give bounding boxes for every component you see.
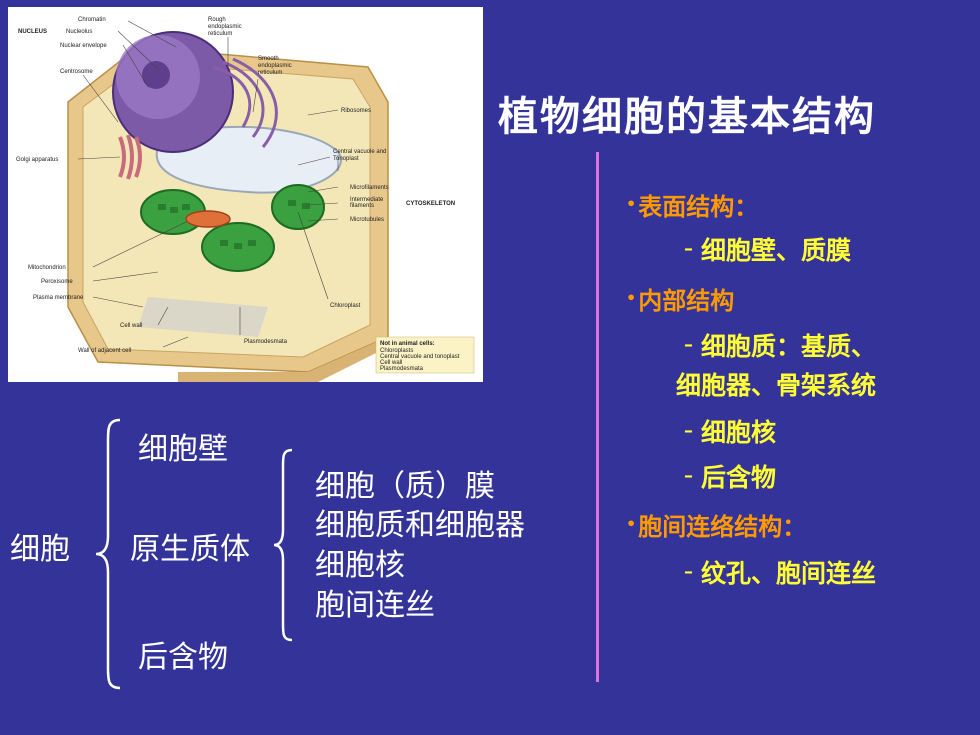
label-vacuole-1: Central vacuole and bbox=[333, 149, 386, 155]
tree-part-membrane: 细胞（质）膜 bbox=[315, 469, 495, 504]
dash-icon: – bbox=[684, 334, 693, 355]
label-rough-er-1: Rough bbox=[208, 17, 226, 23]
tree-part-plasmodesmata: 胞间连丝 bbox=[315, 588, 435, 623]
label-nucleus: NUCLEUS bbox=[18, 29, 47, 35]
outline-subitem-pits: –纹孔、胞间连丝 bbox=[684, 559, 877, 588]
leader-lines bbox=[77, 20, 339, 348]
dash-icon: – bbox=[684, 420, 693, 441]
outline-subitem-ergastic: –后含物 bbox=[684, 463, 777, 492]
slide-title: 植物细胞的基本结构 bbox=[498, 93, 876, 140]
note-title: Not in animal cells: bbox=[380, 341, 435, 347]
label-cytoskeleton: CYTOSKELETON bbox=[406, 201, 455, 207]
note-item-2: Central vacuole and tonoplast bbox=[380, 354, 460, 360]
dash-icon: – bbox=[684, 561, 693, 582]
membrane-shape bbox=[138, 297, 268, 337]
note-item-3: Cell wall bbox=[380, 360, 402, 366]
label-smooth-er-3: reticulum bbox=[258, 70, 282, 76]
chloroplast-shape-3 bbox=[271, 184, 325, 230]
label-intermediate-1: Intermediate bbox=[350, 197, 384, 203]
label-ribosomes: Ribosomes bbox=[341, 108, 371, 114]
note-item-1: Chloroplasts bbox=[380, 348, 413, 354]
er-shape bbox=[212, 57, 278, 148]
label-peroxisome: Peroxisome bbox=[41, 279, 73, 285]
tree-branch-ergastic: 后含物 bbox=[138, 640, 228, 675]
label-chromatin: Chromatin bbox=[78, 17, 106, 23]
dash-icon: – bbox=[684, 465, 693, 486]
label-plasmodesmata: Plasmodesmata bbox=[244, 339, 288, 345]
label-vacuole-2: Tonoplast bbox=[333, 156, 359, 162]
tree-root: 细胞 bbox=[10, 532, 70, 567]
bullet-icon: • bbox=[626, 288, 637, 307]
outline-subitem-nucleus: –细胞核 bbox=[684, 418, 777, 447]
label-adjacent-wall: Wall of adjacent cell bbox=[78, 348, 131, 354]
note-box bbox=[375, 336, 475, 374]
dash-icon: – bbox=[684, 238, 693, 259]
mitochondrion-shape bbox=[185, 210, 231, 228]
label-nucleolus: Nucleolus bbox=[66, 29, 92, 35]
vertical-divider bbox=[596, 152, 599, 682]
label-microtubules: Microtubules bbox=[350, 217, 384, 223]
label-chloroplast: Chloroplast bbox=[330, 303, 361, 309]
brace-right-icon bbox=[273, 448, 293, 642]
plant-cell-diagram: NUCLEUS Chromatin Nucleolus Nuclear enve… bbox=[8, 7, 483, 382]
outline-item-intercellular: •胞间连络结构： bbox=[626, 512, 807, 541]
tree-branch-protoplast: 原生质体 bbox=[130, 532, 250, 567]
tree-branch-wall: 细胞壁 bbox=[138, 432, 228, 467]
plant-cell-illustration: NUCLEUS Chromatin Nucleolus Nuclear enve… bbox=[16, 17, 475, 382]
golgi-shape bbox=[118, 134, 142, 180]
label-rough-er-2: endoplasmic bbox=[208, 24, 242, 30]
outline-subitem-wall-membrane: –细胞壁、质膜 bbox=[684, 236, 852, 265]
bullet-icon: • bbox=[626, 514, 637, 533]
note-item-4: Plasmodesmata bbox=[380, 366, 424, 372]
tree-part-nucleus: 细胞核 bbox=[315, 548, 405, 583]
outline-item-surface: •表面结构： bbox=[626, 192, 759, 221]
brace-left-icon bbox=[95, 418, 121, 690]
label-golgi: Golgi apparatus bbox=[16, 157, 58, 163]
bullet-icon: • bbox=[626, 194, 637, 213]
label-rough-er-3: reticulum bbox=[208, 31, 232, 37]
outline-subitem-cytoplasm-cont: 细胞器、骨架系统 bbox=[676, 371, 877, 400]
label-centrosome: Centrosome bbox=[60, 69, 93, 75]
label-nuclear-envelope: Nuclear envelope bbox=[60, 43, 107, 49]
label-intermediate-2: filaments bbox=[350, 203, 374, 209]
tree-part-cytoplasm: 细胞质和细胞器 bbox=[315, 508, 525, 543]
label-mitochondrion: Mitochondrion bbox=[28, 265, 66, 271]
label-cell-wall: Cell wall bbox=[120, 323, 142, 329]
outline-item-internal: •内部结构 bbox=[626, 286, 735, 315]
label-microfilaments: Microfilaments bbox=[350, 185, 389, 191]
label-smooth-er-1: Smooth bbox=[258, 56, 279, 62]
outline-subitem-cytoplasm: –细胞质：基质、 bbox=[684, 332, 877, 361]
label-smooth-er-2: endoplasmic bbox=[258, 63, 292, 69]
label-plasma-membrane: Plasma membrane bbox=[33, 295, 84, 301]
nucleolus-shape bbox=[142, 61, 170, 89]
thylakoid-stacks bbox=[158, 200, 310, 249]
